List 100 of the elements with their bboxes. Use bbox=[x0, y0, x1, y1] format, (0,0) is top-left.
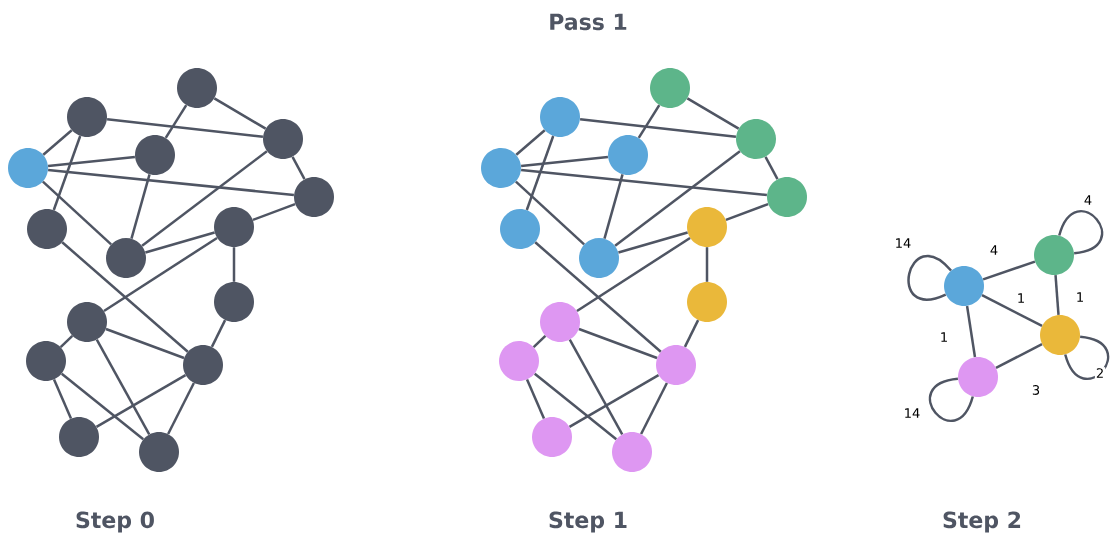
graph-edge bbox=[525, 135, 555, 211]
graph-edge bbox=[532, 335, 547, 348]
graph-node bbox=[650, 68, 690, 108]
graph-node bbox=[177, 68, 217, 108]
graph-edge bbox=[167, 382, 195, 435]
graph-node bbox=[499, 341, 539, 381]
graph-edge bbox=[59, 335, 74, 348]
graph-edge bbox=[618, 231, 688, 254]
graph-edge bbox=[47, 168, 295, 197]
graph-edge bbox=[95, 339, 151, 435]
graph-node bbox=[687, 207, 727, 247]
step-label: Step 0 bbox=[76, 511, 154, 533]
graph-edge bbox=[520, 155, 609, 168]
graph-node bbox=[579, 238, 619, 278]
graph-node bbox=[67, 97, 107, 137]
graph-node bbox=[139, 432, 179, 472]
graph-edge bbox=[164, 104, 188, 139]
graph-edge bbox=[576, 236, 691, 313]
edge-label: 4 bbox=[988, 244, 1000, 256]
graph-edge bbox=[105, 327, 185, 360]
graph-node bbox=[612, 432, 652, 472]
self-loop bbox=[1058, 210, 1104, 255]
graph-edge bbox=[982, 260, 1036, 281]
graph-edge bbox=[579, 118, 737, 138]
graph-node bbox=[767, 177, 807, 217]
edge-label: 3 bbox=[1030, 384, 1042, 396]
edge-label: 1 bbox=[938, 331, 950, 343]
graph-edge bbox=[52, 379, 73, 419]
graph-edge bbox=[683, 319, 700, 348]
graph-edge bbox=[210, 319, 227, 348]
graph-edge bbox=[47, 155, 136, 168]
graph-node bbox=[67, 302, 107, 342]
graph-edge bbox=[520, 168, 768, 197]
graph-edge bbox=[568, 339, 624, 435]
graph-node bbox=[59, 417, 99, 457]
graph-edge bbox=[145, 231, 215, 254]
edge-label: 14 bbox=[893, 237, 913, 249]
graph-edge bbox=[232, 247, 236, 282]
graph-node bbox=[214, 207, 254, 247]
graph-edge bbox=[995, 343, 1043, 369]
edge-label: 2 bbox=[1094, 367, 1106, 379]
graph-edge bbox=[103, 236, 218, 313]
graph-node bbox=[106, 238, 146, 278]
edge-label: 4 bbox=[1082, 194, 1094, 206]
self-loop bbox=[907, 255, 952, 301]
graph-node bbox=[135, 135, 175, 175]
graph-node bbox=[26, 341, 66, 381]
graph-edge bbox=[130, 174, 151, 239]
graph-edge bbox=[965, 305, 977, 358]
graph-node bbox=[608, 135, 648, 175]
graph-edge bbox=[252, 202, 296, 222]
graph-edge bbox=[686, 97, 740, 130]
graph-edge bbox=[981, 294, 1043, 327]
graph-edge bbox=[568, 374, 660, 428]
edge-label: 1 bbox=[1074, 291, 1086, 303]
graph-node bbox=[736, 119, 776, 159]
graph-node bbox=[1034, 235, 1074, 275]
graph-node bbox=[687, 282, 727, 322]
graph-node bbox=[1040, 315, 1080, 355]
graph-edge bbox=[213, 97, 267, 130]
graph-edge bbox=[637, 104, 661, 139]
graph-node bbox=[540, 302, 580, 342]
edge-label: 14 bbox=[902, 407, 922, 419]
graph-edge bbox=[725, 202, 769, 222]
graph-node bbox=[532, 417, 572, 457]
graph-edge bbox=[534, 241, 662, 353]
graph-node bbox=[183, 345, 223, 385]
self-loop bbox=[1064, 335, 1110, 380]
graph-edge bbox=[141, 150, 268, 247]
graph-edge bbox=[95, 374, 187, 428]
graph-node bbox=[294, 177, 334, 217]
graph-edge bbox=[42, 129, 73, 156]
graph-node bbox=[944, 266, 984, 306]
graph-edge bbox=[106, 118, 264, 138]
step-label: Step 1 bbox=[549, 511, 627, 533]
graph-edge bbox=[515, 180, 585, 246]
step-label: Step 2 bbox=[943, 511, 1021, 533]
graph-edge bbox=[578, 327, 658, 360]
graph-node bbox=[8, 148, 48, 188]
graph-node bbox=[214, 282, 254, 322]
graph-node bbox=[958, 357, 998, 397]
graph-edge bbox=[291, 156, 306, 180]
edge-label: 1 bbox=[1015, 292, 1027, 304]
graph-edge bbox=[614, 150, 741, 247]
title: Pass 1 bbox=[550, 13, 627, 31]
graph-node bbox=[27, 209, 67, 249]
graph-edge bbox=[603, 174, 624, 239]
graph-edge bbox=[705, 247, 709, 282]
graph-edge bbox=[640, 382, 668, 435]
graph-node bbox=[263, 119, 303, 159]
graph-node bbox=[656, 345, 696, 385]
graph-node bbox=[500, 209, 540, 249]
graph-edge bbox=[515, 129, 546, 156]
self-loop bbox=[928, 377, 974, 422]
graph-edge bbox=[533, 372, 618, 441]
graph-edge bbox=[60, 372, 145, 441]
graph-node bbox=[481, 148, 521, 188]
graph-edge bbox=[42, 180, 112, 246]
graph-node bbox=[540, 97, 580, 137]
graph-edge bbox=[764, 156, 779, 180]
